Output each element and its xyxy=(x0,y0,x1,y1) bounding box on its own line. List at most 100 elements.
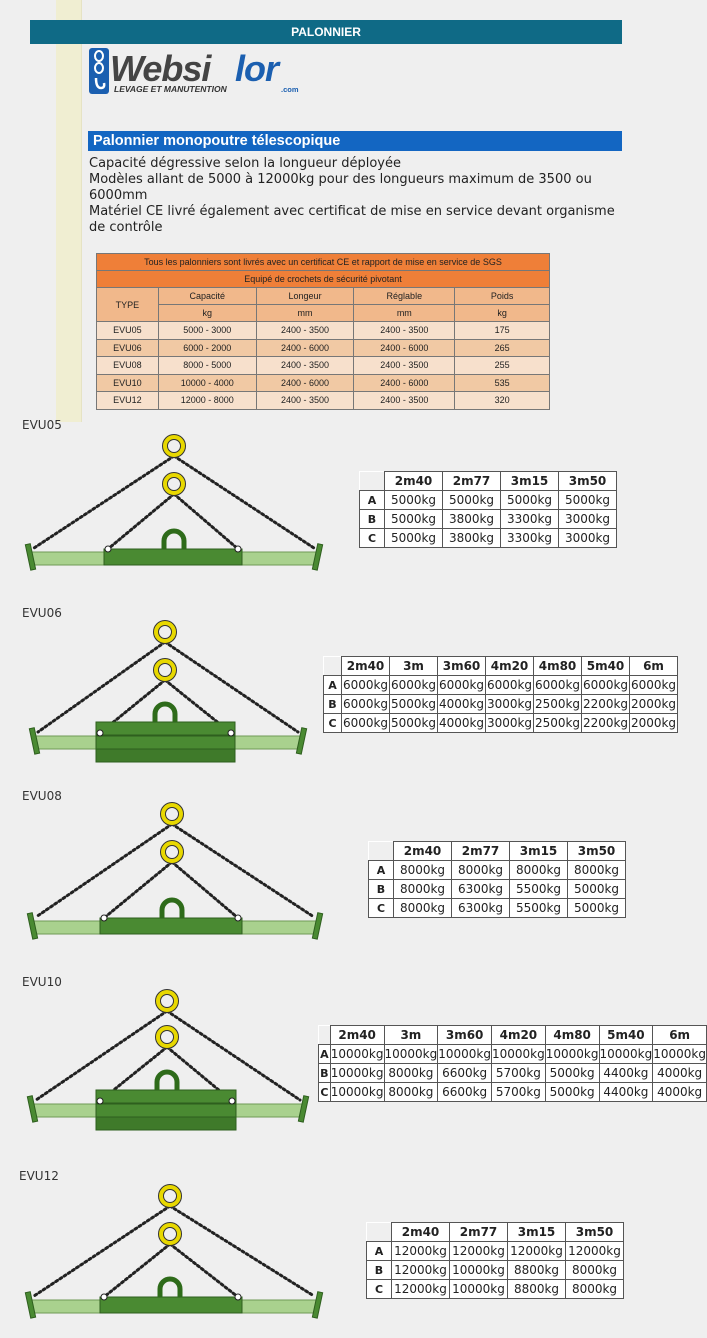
description-line: Modèles allant de 5000 à 12000kg pour de… xyxy=(89,172,592,187)
load-value: 5000kg xyxy=(384,528,443,548)
length-header: 3m50 xyxy=(565,1222,624,1242)
row-label: C xyxy=(323,713,342,733)
load-value: 2000kg xyxy=(629,694,678,714)
length-header: 2m40 xyxy=(384,471,443,491)
sling-line xyxy=(34,822,174,919)
lifting-ring-outline xyxy=(167,477,181,491)
load-value: 5500kg xyxy=(509,879,568,899)
end-plate xyxy=(311,1291,324,1319)
row-label: B xyxy=(359,509,385,529)
beam-center xyxy=(95,1103,237,1118)
spec-note: Tous les palonniers sont livrés avec un … xyxy=(96,253,550,271)
row-label: A xyxy=(323,675,342,695)
end-plate xyxy=(295,727,308,755)
length-header: 4m80 xyxy=(533,656,582,676)
load-value: 4000kg xyxy=(437,713,486,733)
lifting-ring-outline xyxy=(158,1184,182,1208)
spec-cell: 2400 - 6000 xyxy=(353,338,456,357)
lifting-ring xyxy=(158,1184,182,1208)
sling-line xyxy=(32,1204,172,1298)
load-value: 5000kg xyxy=(389,694,438,714)
table-corner xyxy=(366,1222,392,1242)
load-value: 3000kg xyxy=(485,713,534,733)
description: Capacité dégressive selon la longueur dé… xyxy=(89,156,629,236)
spec-cell: 2400 - 3500 xyxy=(255,356,355,375)
model-label: EVU12 xyxy=(19,1169,59,1183)
spec-header-adjustable: Réglable xyxy=(353,287,456,305)
length-header: 4m20 xyxy=(485,656,534,676)
load-value: 2200kg xyxy=(581,713,630,733)
length-header: 3m50 xyxy=(558,471,617,491)
logo-tagline: LEVAGE ET MANUTENTION xyxy=(114,84,227,94)
row-label: C xyxy=(318,1082,331,1102)
section-title: Palonnier monopoutre télescopique xyxy=(88,131,622,151)
sling-line xyxy=(102,860,174,920)
load-value: 10000kg xyxy=(449,1260,508,1280)
load-value: 5000kg xyxy=(558,490,617,510)
lifting-ring-outline xyxy=(165,807,179,821)
spec-header-weight: Poids xyxy=(454,287,550,305)
load-value: 5000kg xyxy=(389,713,438,733)
load-value: 5700kg xyxy=(491,1063,546,1083)
spec-cell: 2400 - 3500 xyxy=(255,321,355,340)
beam-center xyxy=(99,1296,243,1314)
spec-cell: 255 xyxy=(454,356,550,375)
load-value: 6000kg xyxy=(389,675,438,695)
spec-cell: 175 xyxy=(454,321,550,340)
lifting-ring-outline xyxy=(158,1222,182,1246)
lifting-ring-outline xyxy=(158,625,172,639)
load-value: 3300kg xyxy=(500,528,559,548)
table-corner xyxy=(323,656,342,676)
spec-cell: 2400 - 6000 xyxy=(255,373,355,392)
sling-line xyxy=(172,454,316,550)
load-value: 10000kg xyxy=(598,1044,654,1064)
load-value: 8000kg xyxy=(509,860,568,880)
spec-cell: 2400 - 3500 xyxy=(255,391,355,410)
sling-line xyxy=(165,1009,302,1102)
beam-lower xyxy=(95,1116,237,1131)
load-value: 12000kg xyxy=(507,1241,566,1261)
spec-cell: 2400 - 3500 xyxy=(353,391,456,410)
lifting-beam-diagram xyxy=(24,434,324,571)
description-line: de contrôle xyxy=(89,220,163,235)
connector-dot xyxy=(100,914,108,922)
lifting-ring-outline xyxy=(167,439,181,453)
row-label: B xyxy=(323,694,342,714)
lifting-ring-outline xyxy=(153,658,177,682)
lifting-ring-outline xyxy=(163,1227,177,1241)
load-value: 6000kg xyxy=(341,694,390,714)
load-value: 12000kg xyxy=(391,1260,450,1280)
load-value: 5000kg xyxy=(544,1082,600,1102)
sling-line xyxy=(102,1242,172,1299)
lifting-ring-outline xyxy=(155,989,179,1013)
connector-dot xyxy=(96,729,104,737)
beam-center xyxy=(103,548,243,566)
row-label: A xyxy=(359,490,385,510)
lifting-ring xyxy=(158,1222,182,1246)
length-header: 5m40 xyxy=(581,656,630,676)
side-band xyxy=(56,0,82,422)
load-value: 8000kg xyxy=(393,860,452,880)
load-value: 12000kg xyxy=(391,1241,450,1261)
lifting-beam-diagram xyxy=(26,802,324,940)
lifting-ring-outline xyxy=(155,1025,179,1049)
connector-dot xyxy=(96,1097,104,1105)
length-header: 6m xyxy=(629,656,678,676)
length-header: 3m15 xyxy=(507,1222,566,1242)
model-label: EVU05 xyxy=(22,418,62,432)
row-label: A xyxy=(368,860,394,880)
